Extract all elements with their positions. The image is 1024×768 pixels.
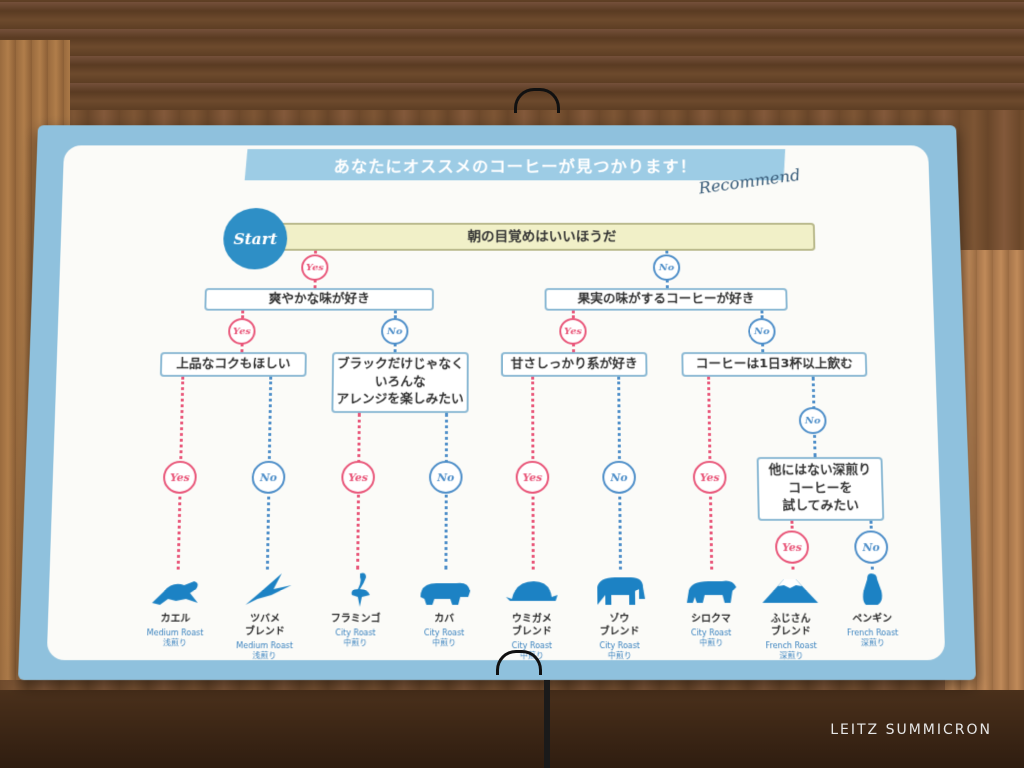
start-badge: Start xyxy=(222,208,288,270)
result-elephant-blend: ゾウ ブレンド City Roast 中煎り xyxy=(599,613,640,660)
hippo-icon xyxy=(420,582,471,605)
shelf xyxy=(0,690,1024,768)
no-tag: No xyxy=(747,318,776,345)
yes-tag: Yes xyxy=(341,460,376,494)
result-flamingo: フラミンゴ City Roast 中煎り xyxy=(330,613,381,647)
frog-icon xyxy=(151,581,199,605)
question-rich-body: 上品なコクもほしい xyxy=(159,352,307,377)
title-banner: あなたにオススメのコーヒーが見つかります！ xyxy=(244,149,786,181)
question-arrange: ブラックだけじゃなく いろんな アレンジを楽しみたい xyxy=(331,352,469,413)
yes-tag: Yes xyxy=(515,460,550,494)
result-frog: カエル Medium Roast 浅煎り xyxy=(146,613,204,647)
result-hippo: カバ City Roast 中煎り xyxy=(423,613,465,647)
yes-tag: Yes xyxy=(774,530,810,564)
flamingo-icon xyxy=(351,572,371,607)
result-penguin: ペンギン French Roast 深煎り xyxy=(846,613,899,647)
no-tag: No xyxy=(602,460,637,494)
question-fruit-taste: 果実の味がするコーヒーが好き xyxy=(544,288,788,311)
question-sweet: 甘さしっかり系が好き xyxy=(500,352,648,377)
yes-tag: Yes xyxy=(559,318,587,345)
question-morning: 朝の目覚めはいいほうだ xyxy=(268,222,816,251)
no-tag: No xyxy=(251,460,286,494)
hanging-clip-bottom xyxy=(496,650,542,675)
yes-tag: Yes xyxy=(162,460,198,494)
yes-tag: Yes xyxy=(227,318,256,345)
question-dark-roast: 他にはない深煎り コーヒーを 試してみたい xyxy=(756,457,885,521)
result-swallow-blend: ツバメ ブレンド Medium Roast 浅煎り xyxy=(236,613,294,660)
result-fuji-blend: ふじさん ブレンド French Roast 深煎り xyxy=(765,613,818,660)
page-title: あなたにオススメのコーヒーが見つかります！ xyxy=(333,157,698,177)
flowchart-sheet: あなたにオススメのコーヒーが見つかります！ Recommend Start 朝の… xyxy=(46,145,946,661)
question-three-cups: コーヒーは1日3杯以上飲む xyxy=(681,352,868,377)
mount-fuji-icon xyxy=(761,579,819,603)
turtle-icon xyxy=(505,581,558,601)
watermark: LEITZ SUMMICRON xyxy=(830,722,992,738)
no-tag: No xyxy=(798,407,827,435)
flowchart-board: あなたにオススメのコーヒーが見つかります！ Recommend Start 朝の… xyxy=(18,125,976,681)
no-tag: No xyxy=(380,318,409,345)
yes-tag: Yes xyxy=(301,254,329,281)
penguin-icon xyxy=(862,573,883,605)
yes-tag: Yes xyxy=(692,460,727,494)
swallow-icon xyxy=(245,573,292,605)
elephant-icon xyxy=(597,577,646,605)
no-tag: No xyxy=(853,530,889,564)
result-polar-bear: シロクマ City Roast 中煎り xyxy=(690,613,732,647)
no-tag: No xyxy=(652,254,681,281)
wooden-wall xyxy=(0,0,1024,110)
no-tag: No xyxy=(428,460,463,494)
cable xyxy=(544,680,550,768)
hanging-clip-top xyxy=(514,88,560,113)
polar-bear-icon xyxy=(686,580,737,603)
question-fresh-taste: 爽やかな味が好き xyxy=(204,288,434,311)
